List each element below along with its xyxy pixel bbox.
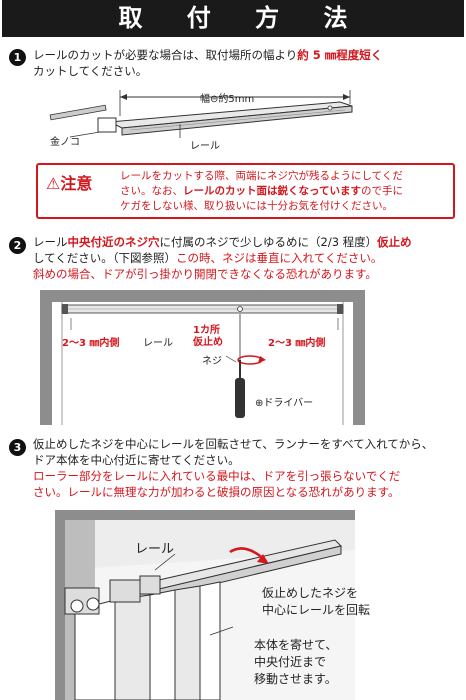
step2-l3: 斜めの場合、ドアが引っ掛かり開閉できなくなる恐れがあります。 <box>33 267 377 281</box>
caution-box: ⚠注意 レールをカットする際、両端にネジ穴が残るようにしてくだ さい。なお、レー… <box>36 163 455 219</box>
step1-text-b: 約 5 ㎜程度短く <box>297 48 383 62</box>
caution-line2b: レールのカット面は鋭くなっています <box>183 185 361 197</box>
step2-l1b: 中央付近のネジ穴 <box>67 235 160 249</box>
rotate-label: 仮止めしたネジを 中心にレールを回転 <box>262 585 370 619</box>
step3-l3: ローラー部分をレールに入れている最中は、ドアを引っ張らないでくだ <box>33 469 401 483</box>
center-fix-label: 1カ所 仮止め <box>193 325 223 349</box>
move-line2: 中央付近まで <box>254 655 327 669</box>
rotate-line1: 仮止めしたネジを <box>262 586 359 600</box>
saw-label: 金ノコ <box>50 137 80 148</box>
caution-line2c: ので手に <box>360 185 403 197</box>
frame-illustration <box>40 290 365 425</box>
step2-l2a: してください。（下図参照） <box>33 251 177 265</box>
rotate-line2: 中心にレールを回転 <box>262 603 371 617</box>
caution-line3: ケガをしない様、取り扱いには十分お気を付けください。 <box>120 200 393 212</box>
right-inner-mark: 2～3 ㎜内側 <box>268 338 326 349</box>
step3-rail-label: レール <box>135 542 175 557</box>
step2-l2b: この時、ネジは垂直に入れてください。 <box>176 251 383 265</box>
center-fix-line2: 仮止め <box>193 337 223 348</box>
step2-l1a: レール <box>33 235 68 249</box>
step3-l2: ドア本体を中心付近に寄せてください。 <box>33 453 240 467</box>
step2-number: 2 <box>9 237 26 254</box>
move-label: 本体を寄せて、 中央付近まで 移動させます。 <box>254 637 337 688</box>
step1-text-a: レールのカットが必要な場合は、取付場所の幅より <box>33 48 298 62</box>
caution-heading: ⚠注意 <box>46 174 120 194</box>
move-line1: 本体を寄せて、 <box>254 638 338 652</box>
caution-text: レールをカットする際、両端にネジ穴が残るようにしてくだ さい。なお、レールのカッ… <box>120 169 450 214</box>
step1-text-c: カットしてください。 <box>33 64 148 78</box>
step1-text: レールのカットが必要な場合は、取付場所の幅より約 5 ㎜程度短く カットしてくだ… <box>33 47 463 79</box>
step3-l1: 仮止めしたネジを中心にレールを回転させて、ランナーをすべて入れてから、 <box>33 437 434 451</box>
warning-icon: ⚠ <box>46 174 61 193</box>
step1-number: 1 <box>9 49 26 66</box>
driver-label: ⊕ドライバー <box>255 398 314 409</box>
step3-l4: さい。レールに無理な力が加わると破損の原因となる恐れがあります。 <box>33 485 400 499</box>
step2-text: レール中央付近のネジ穴に付属のネジで少しゆるめに（2/3 程度）仮止め してくだ… <box>33 234 463 266</box>
door-install-illustration <box>55 510 355 700</box>
caution-line2a: さい。なお、 <box>120 185 183 197</box>
caution-heading-text: 注意 <box>60 174 93 193</box>
step2-l1d: 仮止め <box>377 235 412 249</box>
screw-label: ネジ <box>202 356 222 367</box>
center-fix-line1: 1カ所 <box>193 325 220 336</box>
dimension-label: 幅⊖約5mm <box>200 94 255 105</box>
caution-line1: レールをカットする際、両端にネジ穴が残るようにしてくだ <box>120 170 403 182</box>
step2-l1c: に付属のネジで少しゆるめに（2/3 程度） <box>159 235 378 249</box>
rail-cut-illustration <box>49 90 353 138</box>
step2-rail-label: レール <box>143 338 173 349</box>
step3-number: 3 <box>9 439 26 456</box>
page-title: 取 付 方 法 <box>2 0 464 37</box>
rail-label: レール <box>190 141 220 152</box>
move-line3: 移動させます。 <box>254 672 337 686</box>
left-inner-mark: 2～3 ㎜内側 <box>62 338 120 349</box>
step3-text: 仮止めしたネジを中心にレールを回転させて、ランナーをすべて入れてから、 ドア本体… <box>33 436 463 500</box>
